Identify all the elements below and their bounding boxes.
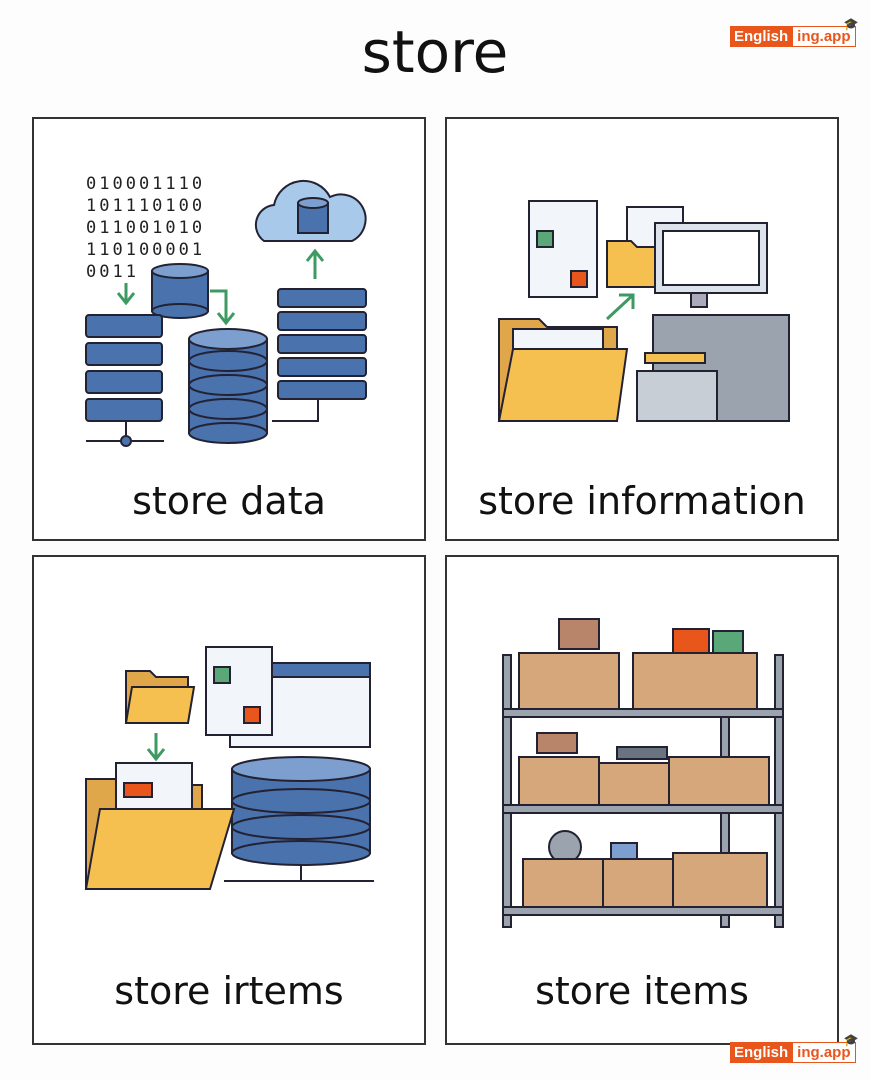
logo-part2: ing.app🎓	[792, 1033, 859, 1063]
binary-row: 0011	[86, 262, 139, 282]
arrow-down-icon	[116, 283, 136, 306]
panel-store-items: store items	[445, 555, 839, 1045]
document-icon	[205, 646, 273, 736]
server-rack-left-icon	[85, 314, 164, 447]
binary-row: 011001010	[86, 218, 205, 238]
panel-store-information: store information	[445, 117, 839, 541]
panel-store-irtems: store irtems	[32, 555, 426, 1045]
binary-row: 010001110	[86, 174, 205, 194]
arrow-up-icon	[305, 248, 325, 279]
open-folder-icon	[84, 762, 236, 890]
store-information-illustration	[497, 200, 790, 422]
filing-cabinet-icon	[636, 314, 790, 422]
graduation-cap-icon: 🎓	[843, 1033, 859, 1047]
logo-part2: ing.app🎓	[792, 17, 859, 47]
server-rack-right-icon	[272, 288, 367, 422]
page-title: store	[361, 18, 509, 86]
caption-store-information: store information	[478, 479, 806, 523]
database-icon	[224, 756, 374, 882]
store-irtems-illustration	[84, 646, 374, 890]
computer-monitor-icon	[654, 222, 768, 308]
arrow-down-icon	[210, 289, 236, 326]
binary-row: 101110100	[86, 196, 205, 216]
cardboard-boxes-icon	[518, 618, 770, 908]
logo-part1: English	[730, 1042, 793, 1063]
caption-store-items: store items	[535, 969, 749, 1013]
logo-part2-text: ing.app	[797, 1044, 851, 1061]
document-icon	[528, 200, 598, 298]
store-data-illustration: 010001110 101110100 011001010 110100001 …	[85, 174, 367, 447]
panel-store-data: 010001110 101110100 011001010 110100001 …	[32, 117, 426, 541]
arrow-up-icon	[605, 293, 635, 321]
logo-part2-text: ing.app	[797, 28, 851, 45]
logo-part1: English	[730, 26, 793, 47]
binary-row: 110100001	[86, 240, 205, 260]
store-items-illustration	[502, 618, 784, 928]
small-database-icon	[151, 263, 209, 319]
caption-store-data: store data	[132, 479, 326, 523]
caption-store-irtems: store irtems	[114, 969, 344, 1013]
graduation-cap-icon: 🎓	[843, 17, 859, 31]
large-database-icon	[188, 328, 268, 444]
open-folder-icon	[497, 318, 629, 422]
cloud-database-icon	[254, 179, 367, 242]
folder-icon	[124, 670, 196, 724]
arrow-down-icon	[146, 733, 166, 762]
